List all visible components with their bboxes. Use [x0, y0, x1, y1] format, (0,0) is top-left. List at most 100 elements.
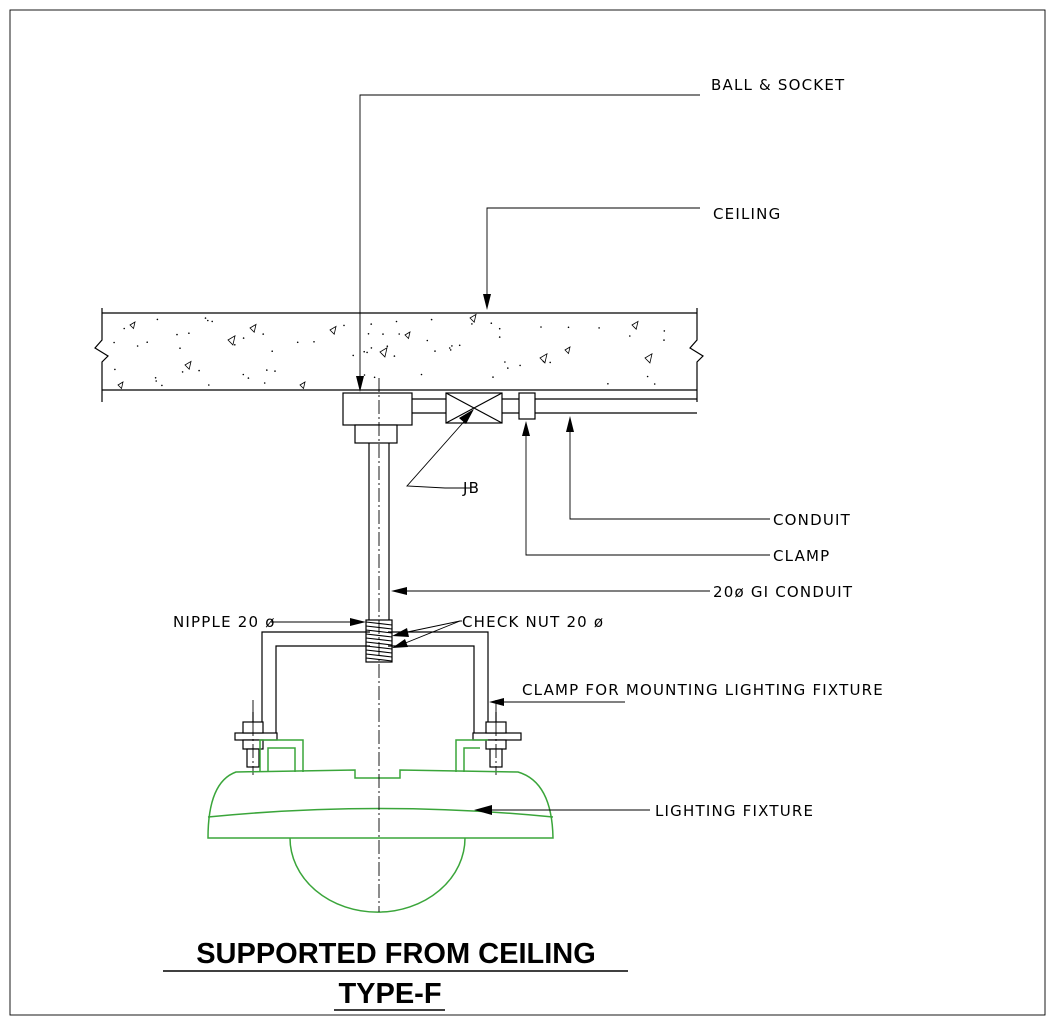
- aggregate-dot: [663, 339, 665, 341]
- aggregate-dot: [262, 333, 265, 335]
- aggregate-dot: [367, 333, 370, 335]
- leader-check-nut: [392, 620, 462, 648]
- aggregate-dot: [398, 333, 401, 335]
- aggregate-dot: [598, 327, 600, 329]
- aggregate-dot: [266, 369, 268, 371]
- leader-nipple: [271, 618, 366, 626]
- aggregate-dot: [296, 341, 299, 344]
- aggregate-dot: [373, 376, 376, 379]
- aggregate-dot: [242, 373, 245, 376]
- aggregate-dot: [154, 377, 157, 379]
- aggregate-dot: [366, 351, 368, 354]
- label-clamp: CLAMP: [773, 547, 830, 565]
- aggregate-triangle: [404, 331, 411, 340]
- gi-conduit-pipe: [368, 443, 390, 620]
- aggregate-dot: [234, 344, 236, 346]
- leader-clamp: [522, 421, 770, 556]
- conduit-clamp: [518, 392, 536, 420]
- aggregate-dot: [542, 360, 545, 363]
- aggregate-dot: [271, 350, 274, 353]
- aggregate-dot: [188, 332, 190, 335]
- leader-gi-conduit: [391, 587, 710, 595]
- aggregate-dot: [208, 384, 210, 386]
- aggregate-dot: [567, 326, 570, 329]
- ball-socket: [342, 392, 413, 444]
- ceiling-slab: [94, 308, 704, 402]
- aggregate-dot: [504, 361, 506, 363]
- aggregate-dot: [370, 347, 373, 349]
- aggregate-dot: [155, 380, 157, 382]
- aggregate-dot: [492, 376, 494, 378]
- mounting-clamp-bracket: [234, 631, 522, 741]
- aggregate-dot: [519, 364, 521, 367]
- aggregate-triangle: [539, 352, 548, 364]
- aggregate-dot: [507, 367, 509, 369]
- leader-lighting-fixture: [474, 805, 650, 815]
- aggregate-dot: [204, 317, 207, 319]
- aggregate-dot: [490, 322, 493, 325]
- aggregate-dot: [363, 374, 366, 376]
- aggregate-triangle: [564, 346, 571, 355]
- aggregate-triangle: [227, 334, 236, 346]
- aggregate-dot: [313, 341, 315, 343]
- aggregate-dot: [663, 330, 666, 332]
- aggregate-dot: [156, 318, 159, 321]
- title-line-1: SUPPORTED FROM CEILING: [196, 938, 596, 970]
- aggregate-triangle: [249, 323, 257, 333]
- aggregate-dot: [426, 339, 429, 342]
- aggregate-dot: [498, 327, 501, 330]
- aggregate-dot: [449, 349, 452, 351]
- aggregate-dot: [498, 336, 501, 338]
- aggregate-dot: [136, 345, 139, 347]
- aggregate-dot: [420, 373, 423, 376]
- sheet-border: [9, 9, 1046, 1016]
- aggregate-dot: [607, 383, 609, 385]
- left-bolt: [242, 700, 264, 775]
- aggregate-dot: [386, 345, 389, 348]
- aggregate-dot: [393, 355, 396, 357]
- leader-ceiling: [483, 207, 700, 310]
- thread-line: [365, 633, 393, 638]
- aggregate-triangle: [631, 320, 639, 330]
- aggregate-triangle: [379, 346, 388, 358]
- label-ball-socket: BALL & SOCKET: [711, 76, 845, 94]
- aggregate-dot: [343, 324, 345, 327]
- aggregate-dot: [434, 350, 436, 352]
- leader-conduit: [566, 416, 770, 520]
- junction-box: [445, 392, 503, 424]
- aggregate-dot: [382, 333, 384, 335]
- label-lighting-fixture: LIGHTING FIXTURE: [655, 802, 814, 820]
- leader-jb: [406, 409, 474, 489]
- aggregate-dot: [370, 323, 373, 325]
- label-check-nut: CHECK NUT 20 ø: [462, 613, 604, 631]
- aggregate-dot: [161, 384, 163, 387]
- label-conduit: CONDUIT: [773, 511, 851, 529]
- aggregate-dot: [451, 345, 453, 347]
- aggregate-dot: [646, 375, 649, 378]
- aggregate-triangle: [129, 321, 136, 330]
- aggregate-dot: [458, 344, 461, 347]
- aggregate-dot: [363, 350, 366, 353]
- aggregate-triangle: [117, 381, 124, 390]
- label-jb: JB: [462, 479, 480, 497]
- aggregate-dot: [430, 318, 433, 321]
- aggregate-dot: [146, 341, 148, 344]
- label-gi-conduit: 20ø GI CONDUIT: [713, 583, 853, 601]
- aggregate-dot: [263, 382, 266, 384]
- aggregate-triangle: [469, 313, 477, 323]
- aggregate-dot: [113, 341, 115, 344]
- lighting-fixture: [207, 739, 554, 913]
- aggregate-dot: [471, 323, 473, 325]
- label-clamp-mounting: CLAMP FOR MOUNTING LIGHTING FIXTURE: [522, 681, 884, 699]
- aggregate-triangle: [329, 325, 337, 335]
- aggregate-dot: [247, 377, 250, 379]
- aggregate-dot: [207, 319, 209, 322]
- aggregate-triangle: [644, 352, 653, 364]
- aggregate-dot: [549, 361, 551, 364]
- aggregate-triangle: [184, 360, 192, 370]
- right-bolt: [485, 700, 507, 775]
- aggregate-dot: [176, 333, 178, 336]
- title-line-2: TYPE-F: [338, 978, 441, 1010]
- aggregate-dot: [211, 320, 213, 323]
